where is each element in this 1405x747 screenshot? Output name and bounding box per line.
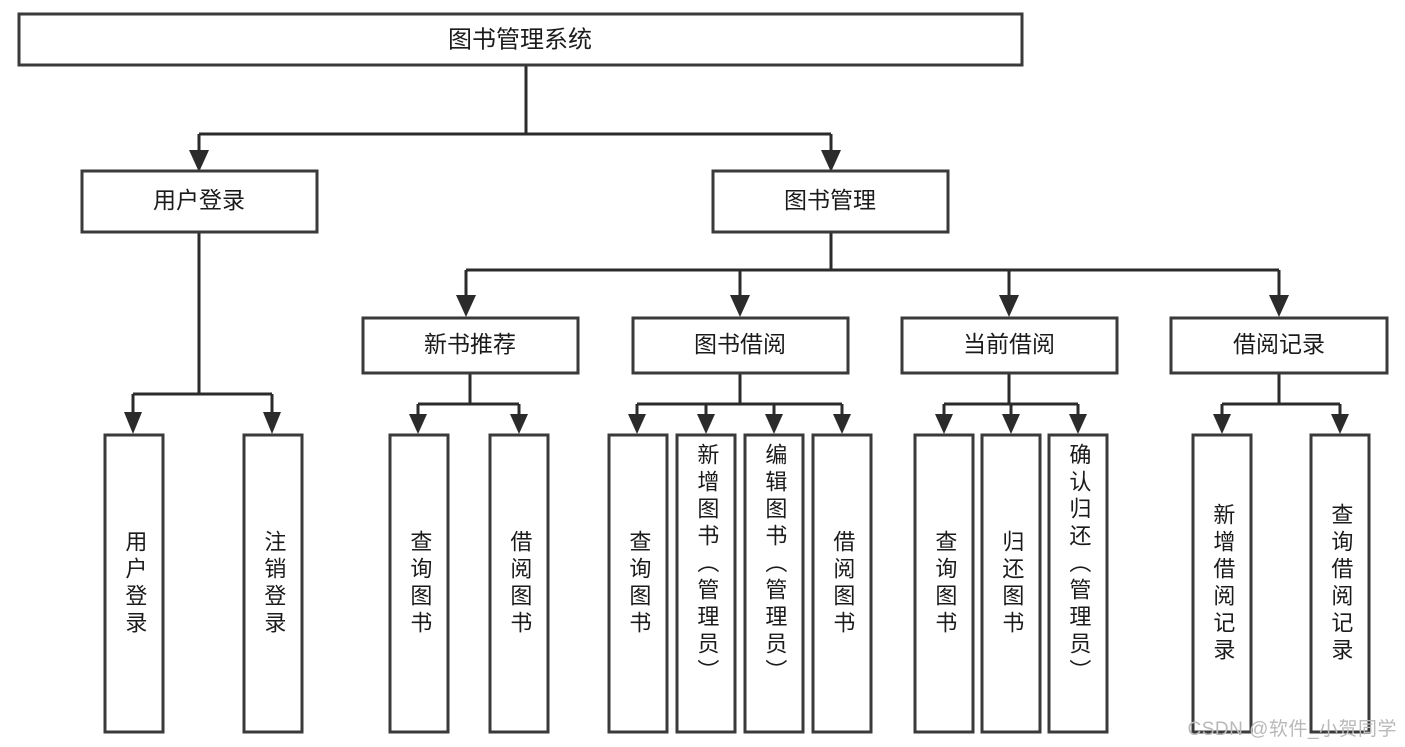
node-user-login-label: 用户登录 — [153, 187, 245, 213]
arrow-icon-book-manage — [821, 150, 841, 172]
leaf-box-bb-borrow-book[interactable] — [811, 433, 873, 734]
leaf-box-nb-query-book[interactable] — [388, 433, 450, 734]
node-borrow-record-label: 借阅记录 — [1233, 331, 1325, 357]
node-current-borrow-label: 当前借阅 — [963, 331, 1055, 357]
node-book-manage-label: 图书管理 — [784, 187, 876, 213]
arrow-icon-nb-leaf-2 — [510, 414, 528, 434]
leaf-box-cb-confirm-return[interactable] — [1047, 433, 1109, 734]
node-current-borrow-box — [900, 316, 1119, 375]
node-current-borrow[interactable]: 当前借阅 — [900, 316, 1119, 375]
leaf-box-bb-edit-book[interactable] — [743, 433, 805, 734]
arrow-icon-bb-leaf-2 — [697, 414, 715, 434]
node-new-book-recommend[interactable]: 新书推荐 — [361, 316, 580, 375]
arrowhead-group — [124, 150, 1349, 434]
leaf-box-bb-query-book[interactable] — [607, 433, 669, 734]
leaf-box-cb-query-book[interactable] — [913, 433, 975, 734]
leaf-box-user-login[interactable] — [103, 433, 165, 734]
node-book-borrow-label: 图书借阅 — [694, 331, 786, 357]
leaf-box-bb-add-book[interactable] — [675, 433, 737, 734]
leaf-box-br-add-record[interactable] — [1191, 433, 1253, 734]
node-root-system[interactable]: 图书管理系统 — [17, 12, 1024, 67]
arrow-icon-borrow-record — [1269, 295, 1289, 317]
connector-group — [131, 66, 1342, 414]
arrow-icon-cb-leaf-3 — [1069, 414, 1087, 434]
node-user-login[interactable]: 用户登录 — [80, 169, 319, 234]
leaf-box-group — [103, 433, 1371, 734]
arrow-icon-user-login — [189, 150, 209, 172]
node-new-book-recommend-label: 新书推荐 — [424, 331, 516, 357]
node-root-box — [17, 12, 1024, 67]
arrow-icon-bb-leaf-3 — [765, 414, 783, 434]
node-book-manage-box — [711, 169, 950, 234]
node-book-manage[interactable]: 图书管理 — [711, 169, 950, 234]
leaf-box-logout[interactable] — [242, 433, 304, 734]
node-user-login-box — [80, 169, 319, 234]
arrow-icon-bb-leaf-4 — [833, 414, 851, 434]
leaf-box-nb-borrow-book[interactable] — [488, 433, 550, 734]
arrow-icon-br-leaf-2 — [1331, 414, 1349, 434]
leaf-box-br-query-record[interactable] — [1309, 433, 1371, 734]
node-book-borrow-box — [631, 316, 850, 375]
arrow-icon-nb-leaf-1 — [409, 414, 427, 434]
node-new-book-recommend-box — [361, 316, 580, 375]
watermark-text: CSDN @软件_小贺同学 — [1187, 719, 1397, 740]
node-book-borrow[interactable]: 图书借阅 — [631, 316, 850, 375]
node-borrow-record[interactable]: 借阅记录 — [1169, 316, 1389, 375]
arrow-icon-bb-leaf-1 — [628, 414, 646, 434]
node-root-label: 图书管理系统 — [448, 26, 592, 53]
leaf-box-cb-return-book[interactable] — [980, 433, 1042, 734]
arrow-icon-book-borrow — [730, 295, 750, 317]
node-borrow-record-box — [1169, 316, 1389, 375]
arrow-icon-current-borrow — [999, 295, 1019, 317]
arrow-icon-leaf-logout — [263, 412, 281, 434]
arrow-icon-cb-leaf-2 — [1002, 414, 1020, 434]
arrow-icon-cb-leaf-1 — [935, 414, 953, 434]
arrow-icon-new-book — [456, 295, 476, 317]
arrow-icon-br-leaf-1 — [1213, 414, 1231, 434]
arrow-icon-leaf-user-login — [124, 412, 142, 434]
